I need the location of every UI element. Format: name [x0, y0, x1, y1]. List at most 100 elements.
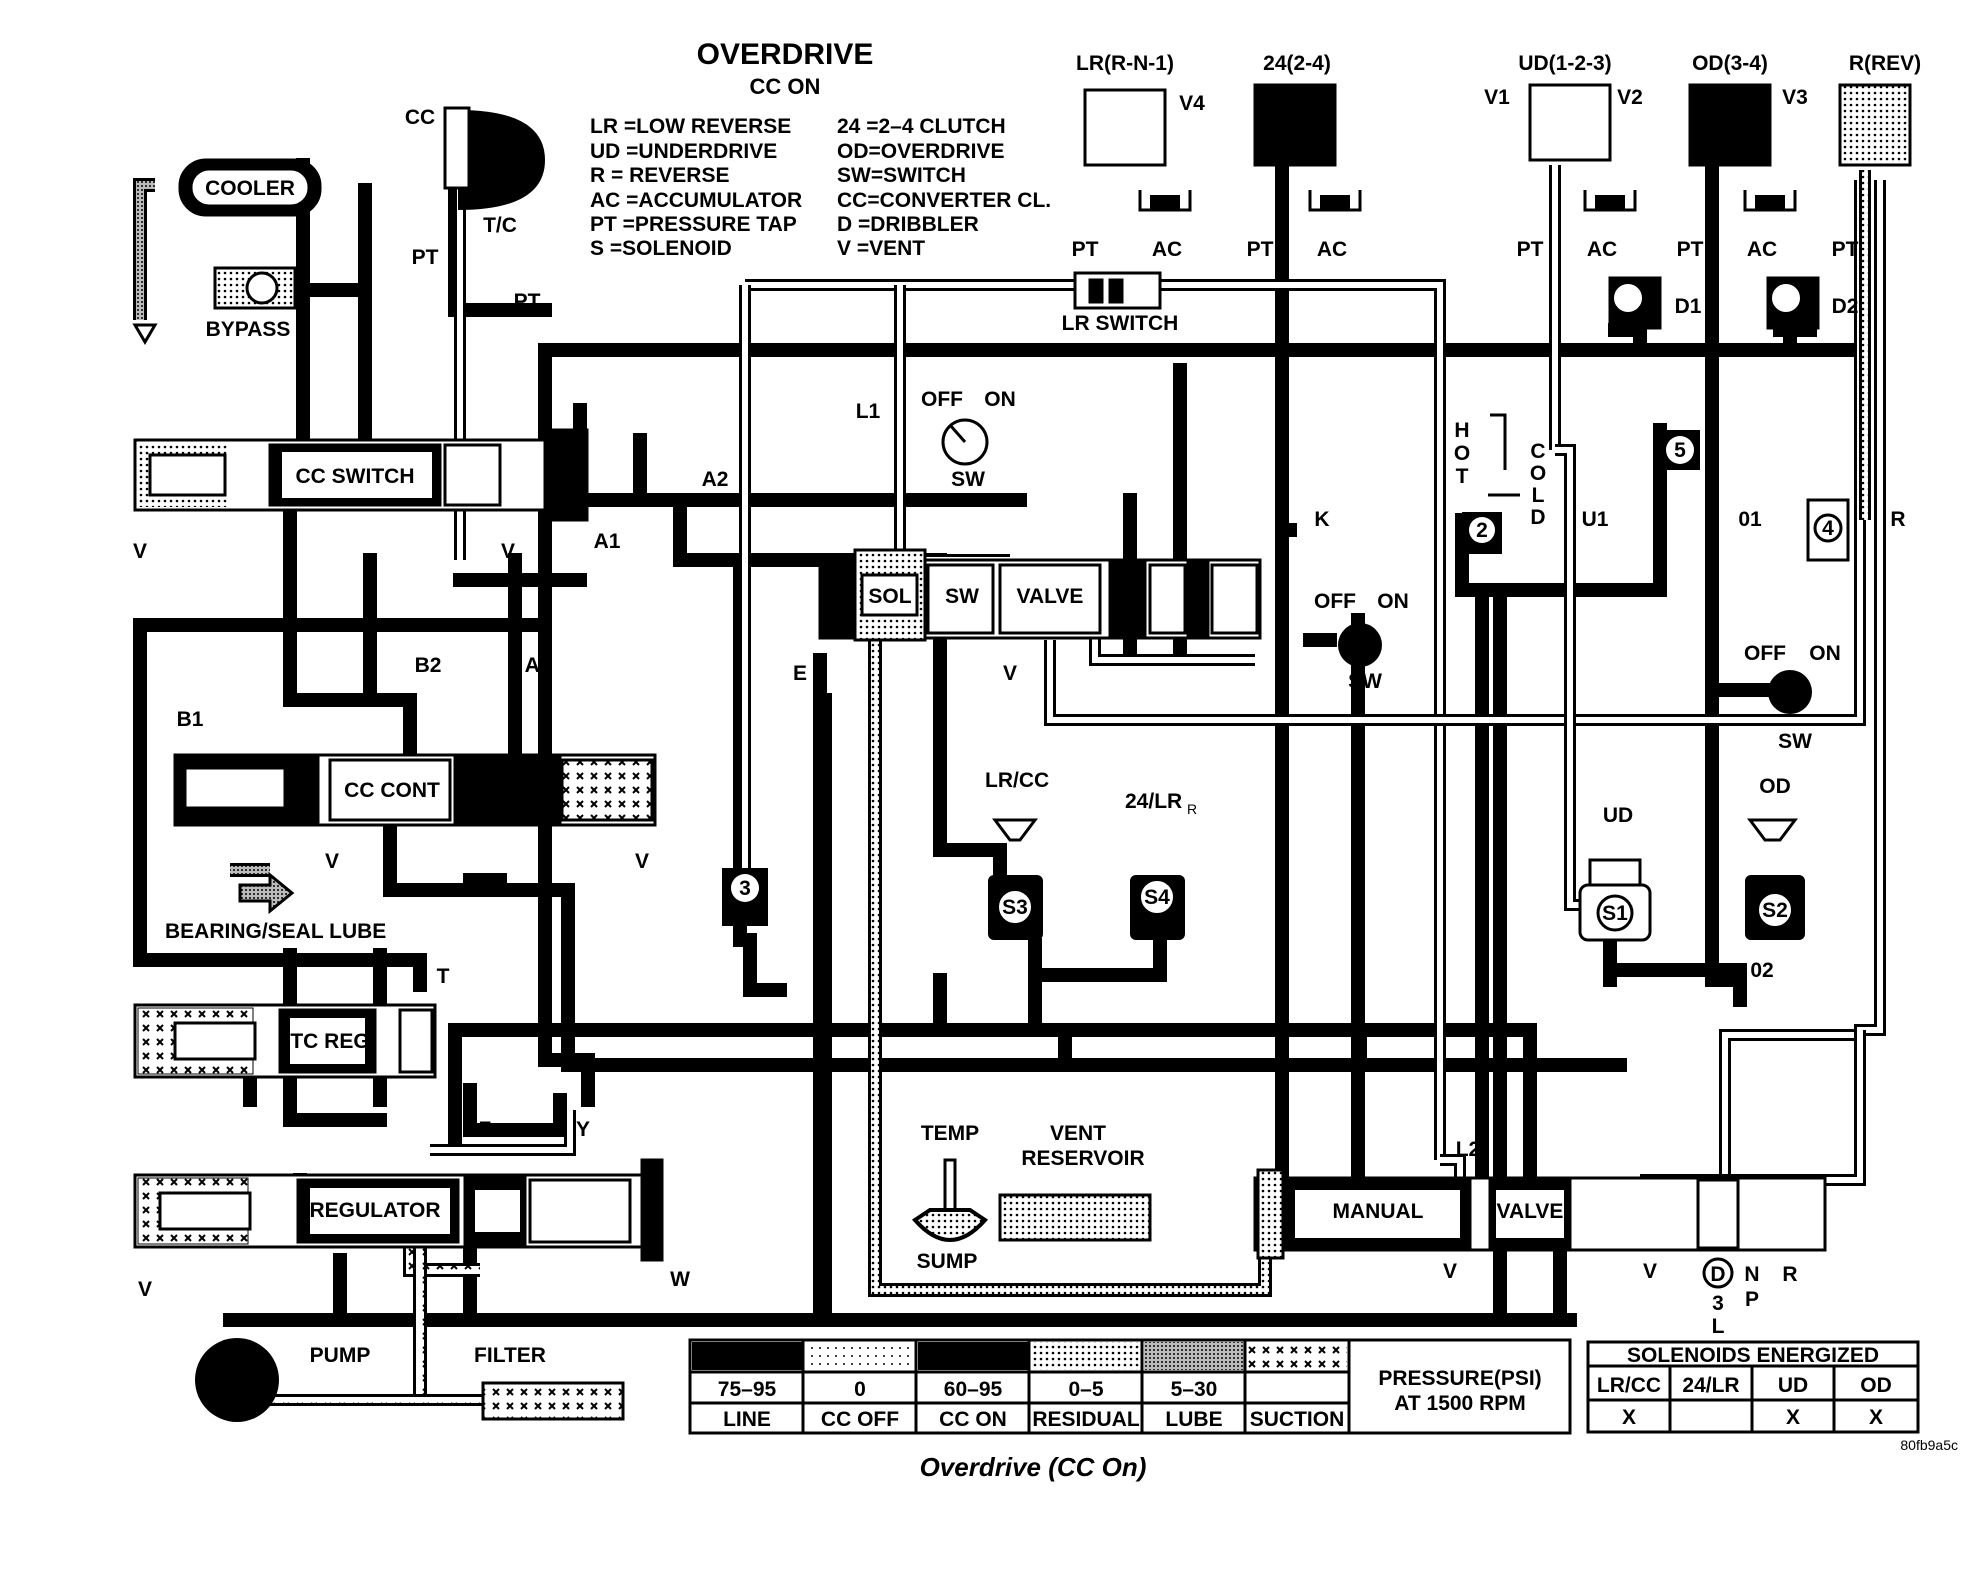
- abbr-v: V =VENT: [837, 237, 925, 260]
- rev-clutch-label: R(REV): [1849, 52, 1921, 75]
- pressure-switch-2: OFF ON SW: [1314, 590, 1409, 693]
- legend-title-1: PRESSURE(PSI): [1378, 1367, 1541, 1390]
- ud-ac-label: AC: [1587, 238, 1617, 261]
- z-label: Z: [479, 1118, 492, 1141]
- switch3-sw: SW: [1778, 730, 1812, 753]
- regulator-vent: V: [138, 1278, 152, 1301]
- ud-pt-label: PT: [1517, 238, 1544, 261]
- switch3-on: ON: [1809, 642, 1841, 665]
- c24-clutch-label: 24(2-4): [1263, 52, 1331, 75]
- check-ball-2: 2: [1462, 512, 1502, 554]
- filter-label: FILTER: [474, 1344, 546, 1367]
- dribbler-d2: D2: [1766, 276, 1858, 330]
- cold-d: D: [1530, 506, 1545, 529]
- legend-lube-range: 5–30: [1171, 1378, 1218, 1401]
- abbr-24: 24 =2–4 CLUTCH: [837, 115, 1006, 138]
- od-ac-label: AC: [1747, 238, 1777, 261]
- y-label: Y: [576, 1118, 590, 1141]
- manual-vent: V: [1443, 1260, 1457, 1283]
- abbr-d: D =DRIBBLER: [837, 213, 979, 236]
- pressure-switch-3: OFF ON SW: [1744, 642, 1841, 753]
- switch1-off: OFF: [921, 388, 963, 411]
- abbr-r: R = REVERSE: [590, 164, 729, 187]
- gear-selector: D N P R 3 L: [1702, 1257, 1798, 1338]
- t-label: T: [437, 965, 450, 988]
- c24-pt-label: PT: [1247, 238, 1274, 261]
- s1-title: UD: [1603, 804, 1633, 827]
- legend-line-range: 75–95: [718, 1378, 777, 1401]
- o2-label: 02: [1750, 959, 1773, 982]
- sol-table-header-24lr: 24/LR: [1682, 1374, 1739, 1397]
- e-label: E: [793, 662, 807, 685]
- cc-cont-vent-2: V: [635, 850, 649, 873]
- figure-caption: Overdrive (CC On): [920, 1452, 1147, 1482]
- sol-table-header-od: OD: [1860, 1374, 1892, 1397]
- legend-suction-name: SUCTION: [1250, 1408, 1345, 1431]
- cold-o: O: [1530, 462, 1546, 485]
- d1-label: D1: [1675, 295, 1702, 318]
- hot-o: O: [1454, 442, 1470, 465]
- swatch-cc-on: [918, 1342, 1028, 1370]
- check-3-label: 3: [739, 877, 751, 900]
- sw-valve-label: SW: [945, 585, 979, 608]
- solenoid-s2: S2 OD 02: [1745, 775, 1805, 982]
- solenoid-s4: S4 24/LR R: [1125, 790, 1197, 940]
- check-5-label: 5: [1674, 439, 1686, 462]
- abbr-od: OD=OVERDRIVE: [837, 140, 1004, 163]
- o1-label: 01: [1738, 508, 1762, 531]
- od-clutch: OD(3-4) V3 PT AC 01: [1677, 52, 1808, 531]
- r-label: R: [1890, 508, 1905, 531]
- rev-pt-label: PT: [1832, 238, 1859, 261]
- cc-cont-label: CC CONT: [344, 779, 440, 802]
- lr-ac-label: AC: [1152, 238, 1182, 261]
- sol-valve-vent: V: [1003, 662, 1017, 685]
- s4-title: 24/LR: [1125, 790, 1182, 813]
- swatch-cc-off: [805, 1342, 915, 1370]
- v2-label: V2: [1617, 86, 1643, 109]
- check-ball-4: 4: [1806, 498, 1850, 562]
- hot-t: T: [1456, 465, 1469, 488]
- s2-title: OD: [1759, 775, 1791, 798]
- swatch-suction: [1247, 1342, 1347, 1370]
- abbr-s: S =SOLENOID: [590, 237, 732, 260]
- vent-res-label-1: VENT: [1050, 1122, 1106, 1145]
- v4-label: V4: [1179, 92, 1205, 115]
- legend-line-name: LINE: [723, 1408, 771, 1431]
- u1-label: U1: [1582, 508, 1609, 531]
- pump-label: PUMP: [310, 1344, 371, 1367]
- b1-label: B1: [177, 708, 204, 731]
- pump: PUMP: [195, 1338, 370, 1422]
- swatch-residual: [1031, 1342, 1141, 1370]
- cold-l: L: [1532, 484, 1545, 507]
- s4-title-sub: R: [1187, 801, 1197, 817]
- lr-switch: LR SWITCH: [1062, 271, 1178, 335]
- gear-p: P: [1745, 1288, 1759, 1311]
- manual-valve: MANUAL VALVE L2 V V: [1253, 1138, 1827, 1283]
- abbr-cc: CC=CONVERTER CL.: [837, 189, 1051, 212]
- abbr-lr: LR =LOW REVERSE: [590, 115, 791, 138]
- w-label: W: [670, 1268, 690, 1291]
- abbr-ac: AC =ACCUMULATOR: [590, 189, 802, 212]
- abbr-ud: UD =UNDERDRIVE: [590, 140, 777, 163]
- s2-label: S2: [1762, 899, 1788, 922]
- pressure-legend: 75–95 0 60–95 0–5 5–30 LINE CC OFF CC ON…: [688, 1338, 1572, 1435]
- swatch-line: [692, 1342, 802, 1370]
- rev-clutch: R(REV) PT R: [1832, 52, 1922, 531]
- thermal-valve: H O T C O L D: [1454, 413, 1546, 529]
- tc-reg-label: TC REG: [290, 1030, 369, 1053]
- l1-label: L1: [856, 400, 881, 423]
- l2-label: L2: [1456, 1138, 1481, 1161]
- b2-label: B2: [415, 654, 442, 677]
- cc-switch-valve: CC SWITCH V V: [133, 428, 589, 563]
- sol-table-mark-od: X: [1869, 1406, 1883, 1429]
- cc-cont-vent: V: [325, 850, 339, 873]
- bypass-label: BYPASS: [206, 318, 291, 341]
- switch3-off: OFF: [1744, 642, 1786, 665]
- lr-clutch: LR(R-N-1) V4 PT AC: [1072, 52, 1206, 261]
- cooler-label: COOLER: [205, 177, 295, 200]
- pressure-switch-1: OFF ON SW: [921, 388, 1016, 491]
- c24-clutch: 24(2-4) PT AC K: [1247, 52, 1362, 531]
- check-ball-5: 5: [1660, 430, 1700, 470]
- bypass-valve: BYPASS: [206, 266, 297, 341]
- od-clutch-label: OD(3-4): [1692, 52, 1768, 75]
